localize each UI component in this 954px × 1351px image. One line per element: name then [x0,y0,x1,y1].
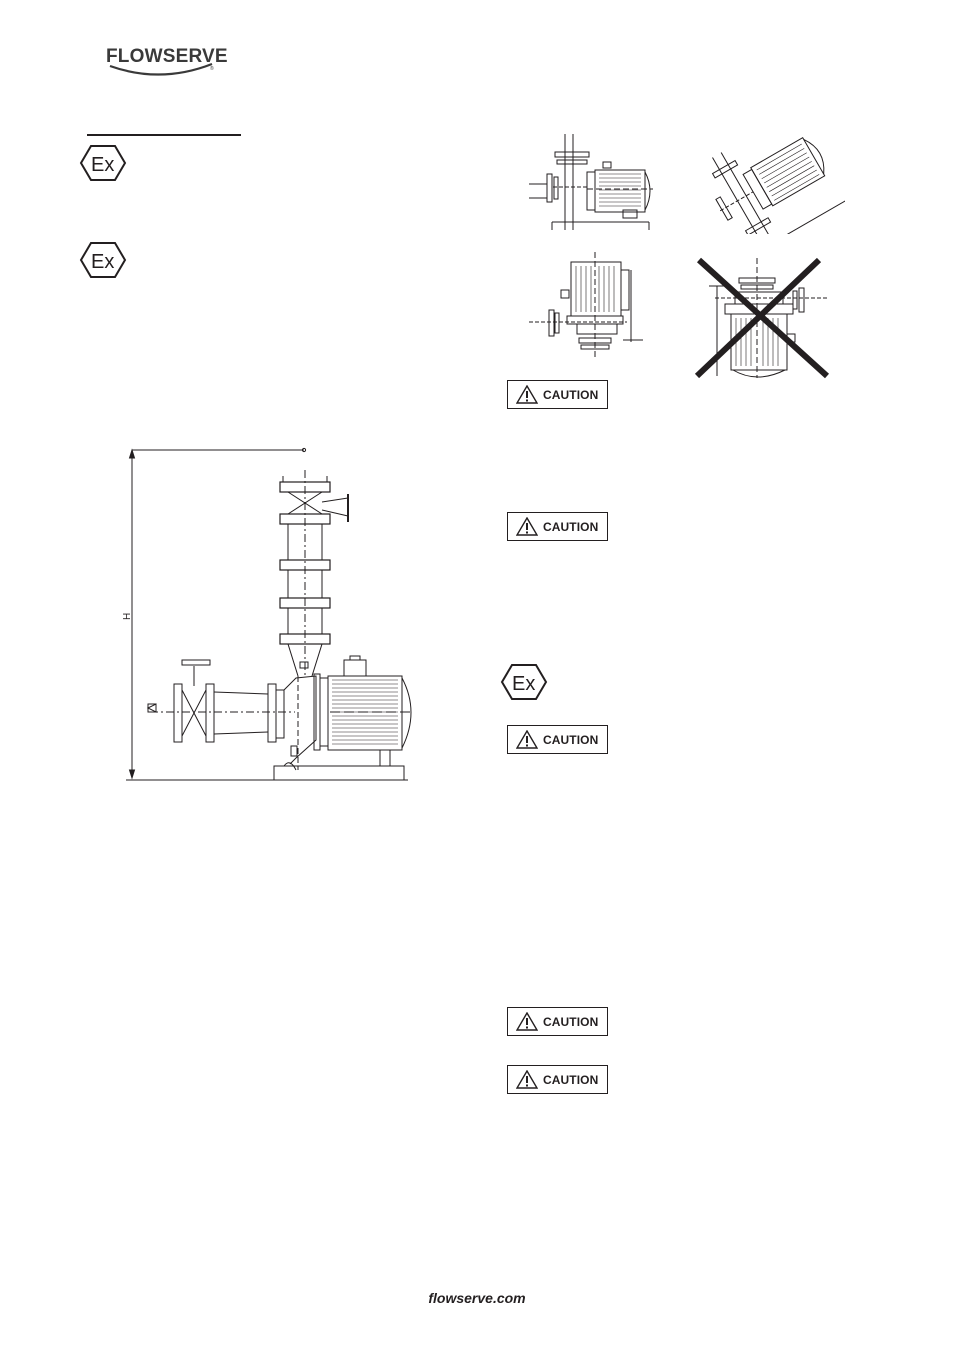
svg-text:®: ® [210,65,214,72]
pump-orientation-not-allowed-diagram [695,257,830,379]
caution-label: CAUTION [507,1007,608,1036]
logo-swoosh-icon: ® [109,62,214,76]
pump-orientation-vertical-diagram [529,252,643,360]
warning-triangle-icon [516,517,538,536]
flowserve-logo: FLOWSERVE [106,46,228,67]
svg-text:Ex: Ex [512,673,535,695]
pump-orientation-horizontal-diagram [529,134,653,230]
caution-label: CAUTION [507,1065,608,1094]
warning-triangle-icon [516,385,538,404]
ex-hazard-icon: Ex [79,145,127,181]
section-rule [87,134,241,136]
pipework-installation-diagram: H [122,447,412,781]
pump-orientation-tilted-diagram [711,137,845,234]
warning-triangle-icon [516,1012,538,1031]
caution-label: CAUTION [507,380,608,409]
warning-triangle-icon [516,1070,538,1089]
footer-url[interactable]: flowserve.com [428,1290,526,1306]
warning-triangle-icon [516,730,538,749]
ex-hazard-icon: Ex [500,664,548,700]
ex-hazard-icon: Ex [79,242,127,278]
caution-label: CAUTION [507,512,608,541]
svg-text:Ex: Ex [91,251,114,273]
svg-text:Ex: Ex [91,154,114,176]
caution-label: CAUTION [507,725,608,754]
height-dimension-label: H [122,613,133,620]
